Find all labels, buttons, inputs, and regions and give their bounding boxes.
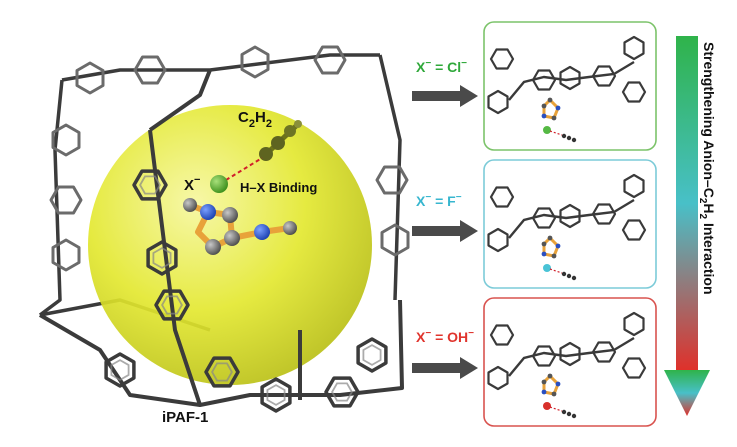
phenyl-ring [49,185,83,215]
phenyl-ring [621,219,647,241]
anion-sphere [543,264,551,272]
phenyl-ring [489,324,515,346]
anion-sphere [543,402,551,410]
framework-cage [38,45,410,332]
anion-panel-label: X− = OH− [416,328,474,345]
phenyl-ring [154,289,190,321]
reaction-arrow [412,220,478,242]
phenyl-ring [146,240,178,276]
trend-arrow [664,36,710,416]
phenyl-ring [621,81,647,103]
phenyl-ring [623,35,645,61]
phenyl-ring [531,345,557,367]
phenyl-ring [487,365,509,391]
phenyl-ring [489,186,515,208]
phenyl-ring [204,356,240,388]
phenyl-ring [559,341,581,367]
acetylene-molecule [259,120,302,161]
anion-label: X− [184,174,200,194]
anion-panel [483,297,657,427]
phenyl-ring [51,123,81,157]
h-x-binding-line [225,157,263,181]
phenyl-ring [623,311,645,337]
trend-label: Strengthening Anion–C2H2 Interaction [697,42,717,295]
phenyl-ring [240,45,270,79]
phenyl-ring [591,203,617,225]
phenyl-ring [623,173,645,199]
phenyl-ring [51,238,81,272]
binding-label: H–X Binding [240,180,317,195]
phenyl-ring [313,45,347,75]
anion-sphere [543,126,551,134]
framework-front [38,69,404,413]
phenyl-ring [559,65,581,91]
phenyl-ring [75,61,105,95]
phenyl-ring [559,203,581,229]
phenyl-ring [104,352,136,388]
guest-label: C2H2 [238,109,272,130]
phenyl-ring [260,377,292,413]
phenyl-ring [591,341,617,363]
reaction-arrow [412,85,478,107]
imidazolium-ring [183,198,297,255]
phenyl-ring [591,65,617,87]
phenyl-ring [380,223,410,257]
phenyl-ring [133,55,167,85]
phenyl-ring [487,89,509,115]
anion-panel [483,21,657,151]
phenyl-ring [375,165,409,195]
phenyl-ring [487,227,509,253]
phenyl-ring [621,357,647,379]
reaction-arrows [412,85,478,379]
phenyl-ring [324,376,360,408]
framework-name: iPAF-1 [162,409,208,426]
anion-panel-label: X− = F− [416,192,462,209]
reaction-arrow [412,357,478,379]
anion-panel [483,159,657,289]
phenyl-ring [356,337,388,373]
anion-panel-label: X− = Cl− [416,58,467,75]
anion-sphere [210,175,228,193]
phenyl-ring [132,169,168,201]
phenyl-ring [531,69,557,91]
phenyl-ring [489,48,515,70]
phenyl-ring [531,207,557,229]
